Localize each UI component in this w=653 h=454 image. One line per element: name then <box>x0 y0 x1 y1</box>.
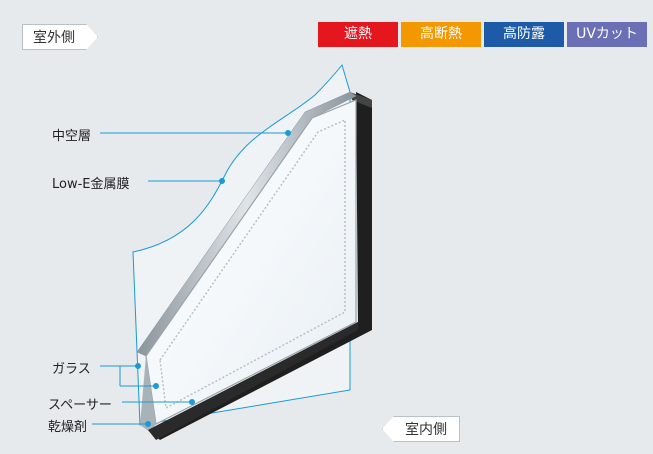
label-glass: ガラス <box>52 362 91 377</box>
indoor-side-tag: 室内側 <box>382 416 460 442</box>
label-desiccant: 乾燥剤 <box>48 420 88 435</box>
badge-high-insulation: 高断熱 <box>401 22 481 47</box>
label-lowe-film: Low-E金属膜 <box>52 177 130 192</box>
frame-back <box>148 92 372 440</box>
badge-uv-cut: UVカット <box>567 22 647 47</box>
pointer-lines <box>92 130 291 427</box>
feature-badges: 遮熱 高断熱 高防露 UVカット <box>318 22 647 47</box>
badge-heat-shield: 遮熱 <box>318 22 398 47</box>
badge-condensation-prevention: 高防露 <box>484 22 564 47</box>
label-air-layer: 中空層 <box>52 129 92 144</box>
label-spacer: スペーサー <box>48 398 112 413</box>
bottom-edge <box>140 356 156 432</box>
outdoor-side-tag: 室外側 <box>22 24 98 50</box>
frame-bottom <box>148 322 358 440</box>
